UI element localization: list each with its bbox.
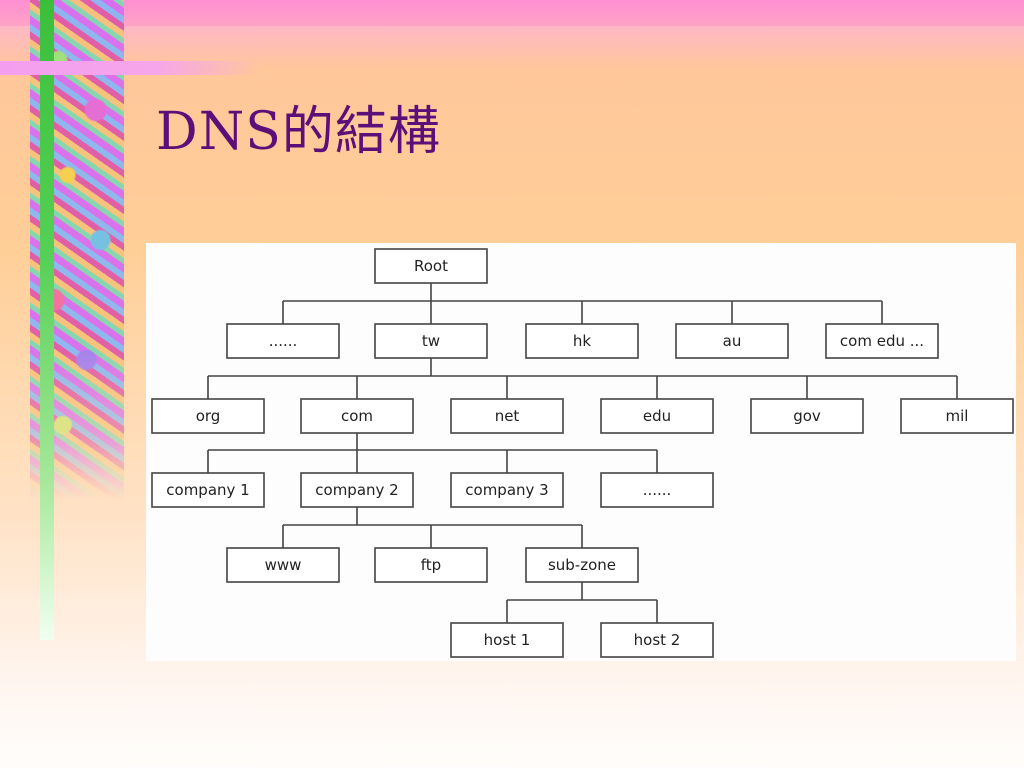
node-label: ......	[643, 481, 672, 499]
node-label: mil	[946, 407, 969, 425]
node-label: ftp	[421, 556, 441, 574]
node-box	[300, 398, 414, 434]
node-root: Root	[374, 248, 488, 284]
node-box	[450, 472, 564, 508]
node-box	[300, 472, 414, 508]
node-label: gov	[793, 407, 821, 425]
node-box	[750, 398, 864, 434]
node-box	[226, 323, 340, 359]
node-label: host 2	[634, 631, 681, 649]
node-ftp: ftp	[374, 547, 488, 583]
node-hk: hk	[525, 323, 639, 359]
node-ellipsis-2: ......	[600, 472, 714, 508]
node-mil: mil	[900, 398, 1014, 434]
node-label: au	[723, 332, 742, 350]
node-box	[600, 472, 714, 508]
node-host1: host 1	[450, 622, 564, 658]
node-label: hk	[573, 332, 592, 350]
node-box	[450, 622, 564, 658]
node-edu: edu	[600, 398, 714, 434]
node-label: com edu ...	[840, 332, 924, 350]
node-au: au	[675, 323, 789, 359]
node-ellipsis-1: ......	[226, 323, 340, 359]
node-www: www	[226, 547, 340, 583]
node-gov: gov	[750, 398, 864, 434]
node-label: company 3	[465, 481, 548, 499]
node-box	[374, 547, 488, 583]
dns-hierarchy-diagram: Root...... tw hk au com edu ... org com net edu g…	[146, 243, 1016, 661]
node-box	[151, 472, 265, 508]
node-box	[450, 398, 564, 434]
node-box	[374, 323, 488, 359]
dns-tree-svg: Root...... tw hk au com edu ... org com net edu g…	[151, 248, 1014, 658]
node-box	[374, 248, 488, 284]
node-label: net	[495, 407, 520, 425]
node-label: tw	[422, 332, 440, 350]
vertical-green-bar	[40, 0, 54, 640]
slide-title: DNS的結構	[156, 102, 441, 162]
node-label: www	[265, 556, 302, 574]
node-box	[900, 398, 1014, 434]
node-com-edu: com edu ...	[825, 323, 939, 359]
node-host2: host 2	[600, 622, 714, 658]
node-box	[525, 323, 639, 359]
node-box	[151, 398, 265, 434]
node-net: net	[450, 398, 564, 434]
node-label: edu	[643, 407, 671, 425]
node-label: ......	[269, 332, 298, 350]
node-label: company 2	[315, 481, 398, 499]
node-box	[600, 398, 714, 434]
node-box	[600, 622, 714, 658]
node-company1: company 1	[151, 472, 265, 508]
node-company3: company 3	[450, 472, 564, 508]
node-label: host 1	[484, 631, 531, 649]
node-label: sub-zone	[548, 556, 616, 574]
node-subzone: sub-zone	[525, 547, 639, 583]
node-box	[226, 547, 340, 583]
top-decorative-band	[0, 0, 1024, 26]
node-label: company 1	[166, 481, 249, 499]
node-com: com	[300, 398, 414, 434]
node-label: org	[196, 407, 221, 425]
node-box	[675, 323, 789, 359]
horizontal-pink-bar	[0, 61, 260, 75]
node-org: org	[151, 398, 265, 434]
node-label: Root	[414, 257, 448, 275]
node-company2: company 2	[300, 472, 414, 508]
node-tw: tw	[374, 323, 488, 359]
node-box	[525, 547, 639, 583]
node-label: com	[341, 407, 373, 425]
node-box	[825, 323, 939, 359]
